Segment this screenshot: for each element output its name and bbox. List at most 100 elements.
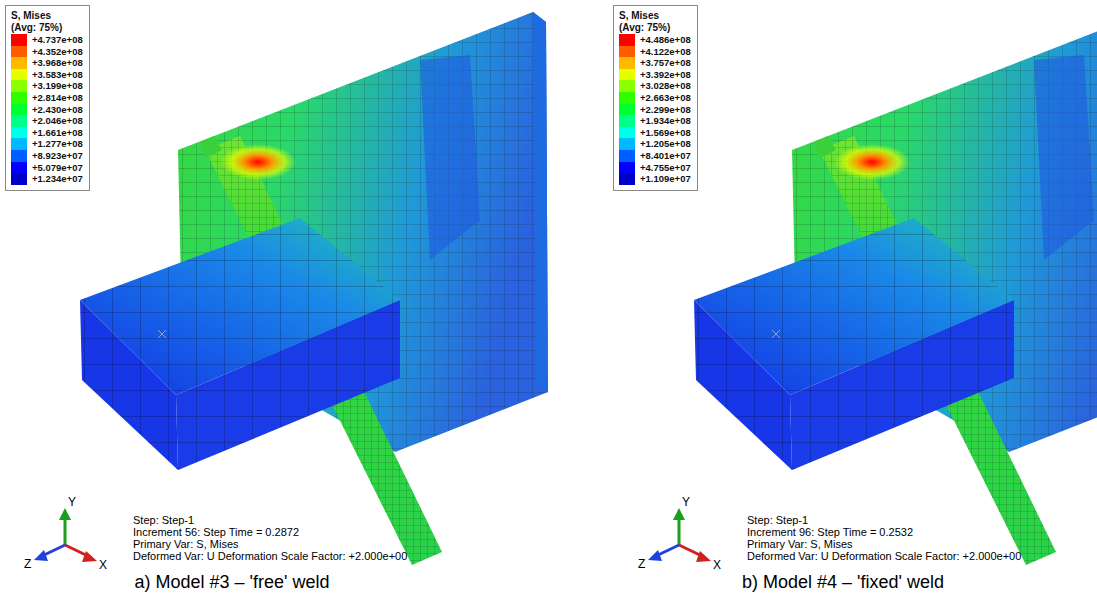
legend-row: +8.401e+07 (619, 150, 691, 162)
legend-swatch (619, 162, 635, 174)
legend-swatch (619, 138, 635, 150)
legend-swatch (11, 138, 27, 150)
legend-row: +2.663e+08 (619, 92, 691, 104)
legend-swatch (11, 57, 27, 69)
legend-value: +2.046e+08 (32, 115, 83, 127)
legend-row: +5.079e+07 (11, 162, 83, 174)
legend-swatch (619, 115, 635, 127)
legend-swatch (11, 92, 27, 104)
status-text: Primary Var: S, Mises (747, 538, 853, 551)
legend-value: +3.392e+08 (640, 69, 691, 81)
legend-value: +3.028e+08 (640, 80, 691, 92)
status-text: Deformed Var: U Deformation Scale Factor… (747, 550, 1021, 563)
legend-row: +3.199e+08 (11, 80, 83, 92)
legend-title: (Avg: 75%) (619, 22, 691, 34)
status-text: Primary Var: S, Mises (133, 538, 239, 551)
legend-swatch (11, 173, 27, 185)
legend-value: +1.569e+08 (640, 127, 691, 139)
legend-swatch (619, 150, 635, 162)
legend-swatch (619, 92, 635, 104)
legend-row: +3.968e+08 (11, 57, 83, 69)
legend-swatch (11, 69, 27, 81)
axis-label: Y (68, 495, 76, 509)
legend-row: +4.755e+07 (619, 162, 691, 174)
status-text: Increment 96: Step Time = 0.2532 (747, 526, 913, 539)
legend-value: +1.934e+08 (640, 115, 691, 127)
legend-swatch (619, 69, 635, 81)
figure-caption: b) Model #4 – 'fixed' weld (742, 572, 944, 593)
legend-title: S, Mises (619, 10, 691, 22)
figure-caption: a) Model #3 – 'free' weld (135, 572, 330, 593)
legend-swatch (11, 46, 27, 58)
axis-label: Z (24, 557, 31, 571)
status-text: Step: Step-1 (747, 514, 808, 527)
legend-row: +2.046e+08 (11, 115, 83, 127)
status-text: Deformed Var: U Deformation Scale Factor… (133, 550, 407, 563)
legend-value: +3.583e+08 (32, 69, 83, 81)
legend-value: +1.661e+08 (32, 127, 83, 139)
legend-value: +5.079e+07 (32, 162, 83, 174)
legend-swatch (619, 104, 635, 116)
legend-swatch (11, 104, 27, 116)
legend-row: +1.569e+08 (619, 127, 691, 139)
legend-row: +4.352e+08 (11, 46, 83, 58)
legend-value: +2.430e+08 (32, 104, 83, 116)
legend-value: +3.757e+08 (640, 57, 691, 69)
legend-swatch (619, 80, 635, 92)
legend-swatch (619, 173, 635, 185)
axis-label: X (713, 558, 721, 572)
status-text: Increment 56: Step Time = 0.2872 (133, 526, 299, 539)
legend-value: +2.663e+08 (640, 92, 691, 104)
legend-box: S, Mises(Avg: 75%)+4.486e+08+4.122e+08+3… (613, 5, 698, 191)
legend-value: +1.277e+08 (32, 138, 83, 150)
legend-row: +8.923e+07 (11, 150, 83, 162)
legend-swatch (11, 80, 27, 92)
legend-value: +3.968e+08 (32, 57, 83, 69)
legend-row: +4.486e+08 (619, 34, 691, 46)
legend-row: +3.757e+08 (619, 57, 691, 69)
legend-value: +4.737e+08 (32, 34, 83, 46)
legend-swatch (619, 57, 635, 69)
legend-value: +4.486e+08 (640, 34, 691, 46)
legend-row: +3.392e+08 (619, 69, 691, 81)
legend-row: +1.661e+08 (11, 127, 83, 139)
legend-row: +2.430e+08 (11, 104, 83, 116)
legend-swatch (11, 150, 27, 162)
legend-swatch (11, 34, 27, 46)
axis-label: Y (682, 495, 690, 509)
legend-value: +2.299e+08 (640, 104, 691, 116)
axis-label: Z (638, 557, 645, 571)
legend-value: +2.814e+08 (32, 92, 83, 104)
fe-model-free (34, 12, 548, 565)
legend-row: +3.028e+08 (619, 80, 691, 92)
legend-row: +1.109e+07 (619, 173, 691, 185)
legend-value: +4.352e+08 (32, 46, 83, 58)
legend-value: +3.199e+08 (32, 80, 83, 92)
legend-row: +2.299e+08 (619, 104, 691, 116)
legend-swatch (619, 46, 635, 58)
legend-row: +3.583e+08 (11, 69, 83, 81)
legend-value: +8.401e+07 (640, 150, 691, 162)
legend-title: S, Mises (11, 10, 83, 22)
legend-row: +1.277e+08 (11, 138, 83, 150)
legend-value: +8.923e+07 (32, 150, 83, 162)
legend-box: S, Mises(Avg: 75%)+4.737e+08+4.352e+08+3… (5, 5, 90, 191)
fe-model-fixed (648, 12, 1097, 565)
status-text: Step: Step-1 (133, 514, 194, 527)
legend-swatch (619, 127, 635, 139)
legend-value: +1.234e+07 (32, 173, 83, 185)
legend-row: +4.737e+08 (11, 34, 83, 46)
legend-value: +4.122e+08 (640, 46, 691, 58)
legend-row: +2.814e+08 (11, 92, 83, 104)
legend-row: +1.234e+07 (11, 173, 83, 185)
legend-row: +4.122e+08 (619, 46, 691, 58)
legend-value: +1.205e+08 (640, 138, 691, 150)
legend-value: +4.755e+07 (640, 162, 691, 174)
legend-row: +1.205e+08 (619, 138, 691, 150)
legend-swatch (11, 115, 27, 127)
legend-swatch (11, 162, 27, 174)
legend-value: +1.109e+07 (640, 173, 691, 185)
legend-row: +1.934e+08 (619, 115, 691, 127)
legend-swatch (11, 127, 27, 139)
